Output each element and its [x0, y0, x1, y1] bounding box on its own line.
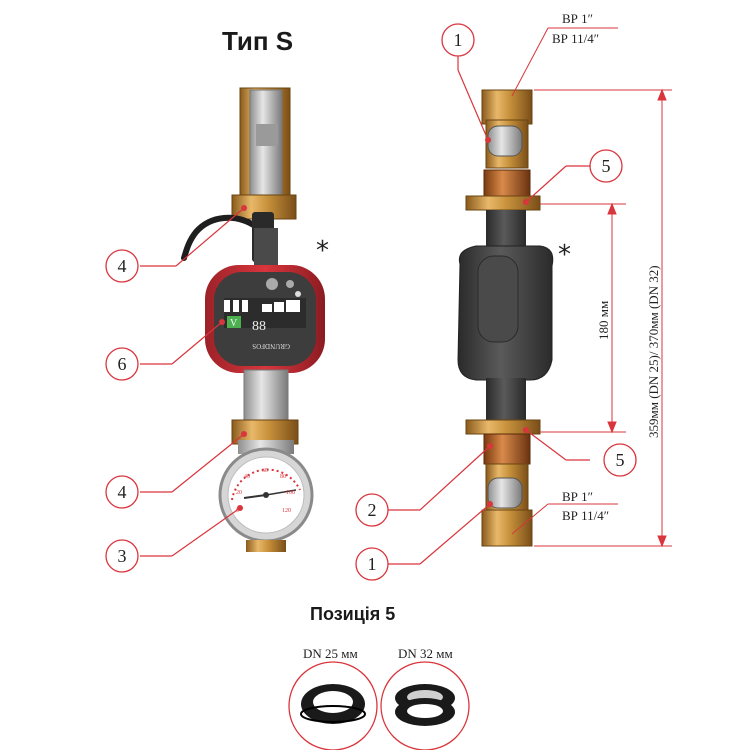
svg-text:2: 2	[368, 500, 377, 520]
svg-text:6: 6	[118, 354, 127, 374]
position-5-title: Позиція 5	[310, 604, 396, 624]
callout-left-2: 6	[105, 347, 139, 381]
callout-anchors	[219, 137, 529, 511]
dimension-inner-label: 180 мм	[596, 301, 611, 340]
svg-text:1: 1	[368, 554, 377, 574]
thread-leaders	[511, 27, 618, 535]
mode-label: V	[230, 318, 238, 329]
callout-leaders	[140, 40, 590, 565]
left-pump-assembly: V 88 GRUNDFOS 0 20 40 60 80 100 120	[181, 87, 325, 552]
mode-indicator	[227, 316, 241, 328]
pump-brand: GRUNDFOS	[252, 342, 290, 350]
top-flange-gasket	[465, 195, 541, 211]
svg-text:5: 5	[616, 450, 625, 470]
gasket-dn32-label: DN 32 мм	[398, 646, 453, 661]
right-pump-assembly	[457, 89, 554, 547]
top-ball-valve	[487, 125, 523, 157]
diagram-title: Тип S	[222, 26, 294, 56]
callout-left-1: 4	[105, 249, 139, 283]
gauge-tick-0: 0	[236, 508, 239, 514]
svg-text:5: 5	[602, 156, 611, 176]
callout-left-3: 4	[105, 475, 139, 509]
gasket-dn25-label: DN 25 мм	[303, 646, 358, 661]
svg-text:4: 4	[118, 482, 127, 502]
callout-right-5: 1	[355, 547, 389, 581]
gasket-dn32	[380, 661, 470, 751]
gauge-needle	[243, 494, 267, 499]
pump-digits: 88	[252, 319, 266, 334]
gauge-tick-40: 40	[244, 474, 250, 480]
gauge-tick-120: 120	[282, 508, 291, 514]
thread-bottom-2: ВР 11/4ʺ	[562, 508, 609, 523]
asterisk-left: *	[316, 236, 329, 266]
svg-text:3: 3	[118, 546, 127, 566]
gauge-tick-80: 80	[280, 474, 286, 480]
gauge-tick-20: 20	[236, 490, 242, 496]
asterisk-right: *	[558, 240, 571, 270]
dimension-overall-label: 359мм (DN 25)/ 370мм (DN 32)	[646, 265, 661, 438]
thread-top-1: ВР 1ʺ	[562, 11, 593, 26]
thread-bottom-1: ВР 1ʺ	[562, 489, 593, 504]
pump-cable	[181, 214, 261, 261]
gauge-tick-100: 100	[286, 490, 295, 496]
callout-right-1: 1	[441, 23, 475, 57]
gasket-dn25	[288, 661, 378, 751]
svg-text:4: 4	[118, 256, 127, 276]
callout-right-4: 2	[355, 493, 389, 527]
bottom-ball-valve	[487, 477, 523, 509]
callout-right-2: 5	[589, 149, 623, 183]
callout-right-3: 5	[603, 443, 637, 477]
svg-text:1: 1	[454, 30, 463, 50]
callout-left-4: 3	[105, 539, 139, 573]
gauge-tick-60: 60	[262, 468, 268, 474]
thread-top-2: ВР 11/4ʺ	[552, 31, 599, 46]
dimension-lines	[534, 88, 672, 548]
